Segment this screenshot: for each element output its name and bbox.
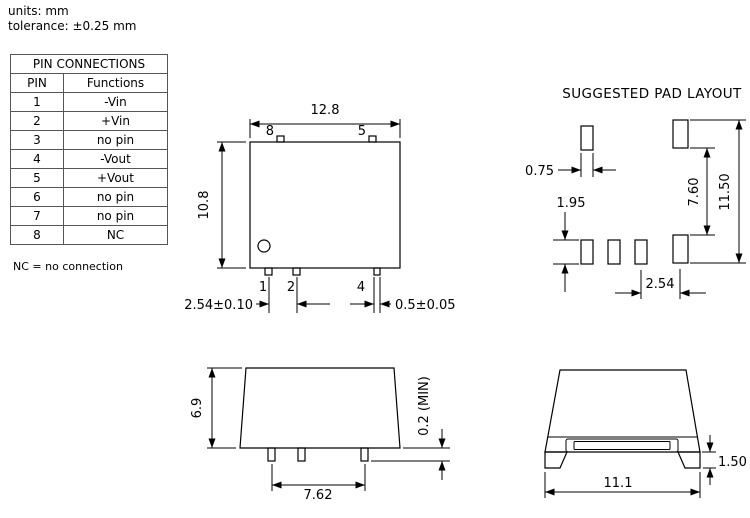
pin-function: -Vout	[63, 149, 168, 169]
pin-row: 3 no pin	[10, 130, 168, 150]
pad-layout-title: SUGGESTED PAD LAYOUT	[562, 86, 742, 102]
dim-label-pin-width: 0.5±0.05	[395, 298, 456, 313]
dim-label-1-50: 1.50	[718, 455, 747, 470]
side-pin-1	[267, 447, 276, 462]
dimension-standoff: 0.2 (MIN)	[371, 376, 450, 480]
units-note: units: mm	[8, 4, 69, 18]
nc-footnote: NC = no connection	[13, 260, 123, 273]
base-recess-outer	[565, 438, 679, 453]
dimension-foot-height: 1.50	[702, 435, 747, 485]
pin-4-stub	[373, 267, 381, 276]
side-view: 6.9 7.62 0.2 (MIN)	[190, 367, 450, 503]
pad-bottom-3	[634, 239, 648, 265]
dimension-pad-pitch: 2.54	[615, 269, 706, 299]
drawing-notes: units: mm tolerance: ±0.25 mm	[8, 4, 136, 34]
pin-row: 5 +Vout	[10, 168, 168, 188]
pin-5-label: 5	[358, 124, 366, 139]
dimension-row-outer: 11.50	[690, 119, 746, 264]
pad-top-right	[672, 119, 689, 149]
dim-label-6-9: 6.9	[190, 398, 205, 419]
pad-top-left	[580, 125, 594, 151]
dim-label-11-50: 11.50	[718, 173, 733, 210]
pin-5-stub	[368, 135, 377, 143]
dim-label-pitch: 2.54±0.10	[184, 298, 253, 313]
pin-8-stub	[276, 135, 285, 143]
dim-label-1-95: 1.95	[557, 196, 586, 211]
pin-table-title-row: PIN CONNECTIONS	[10, 54, 168, 74]
pad-bottom-right	[672, 234, 689, 264]
mounting-foot-right	[677, 451, 701, 469]
dim-label-0-75: 0.75	[525, 164, 554, 179]
dim-label-7-62: 7.62	[304, 488, 333, 503]
dimension-end-width: 11.1	[544, 472, 701, 498]
dimension-pin-pitch: 2.54±0.10	[184, 277, 330, 313]
pin-1-stub	[264, 267, 273, 276]
package-outline	[249, 141, 401, 269]
dim-label-0-2-min: 0.2 (MIN)	[417, 376, 432, 436]
pin-4-label: 4	[357, 280, 365, 295]
pin-1-indicator-circle	[257, 239, 271, 253]
pin-function: no pin	[63, 130, 168, 150]
dim-label-12-8: 12.8	[311, 103, 340, 118]
pin-2-stub	[292, 267, 301, 276]
dimension-pad-length: 1.95	[553, 196, 585, 292]
pad-layout-view: SUGGESTED PAD LAYOUT 0.75 1.95 7.60	[525, 86, 746, 299]
top-view: 8 5 1 2 4 12.8 10.8 2.54±0.10	[184, 103, 456, 313]
dim-label-10-8: 10.8	[197, 191, 212, 220]
mounting-foot-left	[544, 451, 568, 469]
pin-connections-table: PIN CONNECTIONS PIN Functions 1 -Vin 2 +…	[10, 54, 168, 245]
dim-label-11-1: 11.1	[604, 476, 633, 491]
end-body-outline	[544, 369, 701, 453]
pad-bottom-1	[580, 239, 594, 265]
tolerance-note: tolerance: ±0.25 mm	[8, 19, 137, 33]
dimension-body-width: 12.8	[249, 103, 401, 138]
side-pin-2	[297, 447, 306, 462]
side-pin-4	[360, 447, 369, 462]
end-view: 1.50 11.1	[544, 369, 747, 498]
side-body-outline	[239, 367, 401, 449]
pin-8-label: 8	[266, 124, 274, 139]
dimension-pin-width: 0.5±0.05	[350, 277, 456, 313]
pin-row: 4 -Vout	[10, 149, 168, 169]
pin-table-title: PIN CONNECTIONS	[10, 54, 168, 74]
dimension-pad-width: 0.75	[525, 153, 616, 179]
pin-table: PIN CONNECTIONS PIN Functions 1 -Vin 2 +…	[10, 54, 168, 245]
dimension-row-inner: 7.60	[687, 147, 715, 236]
dimension-pin-span: 7.62	[271, 464, 366, 503]
dimension-body-height: 10.8	[197, 141, 246, 269]
pin-function: NC	[63, 225, 168, 245]
dim-label-2-54: 2.54	[646, 277, 675, 292]
dimension-body-thickness: 6.9	[190, 367, 242, 449]
dim-label-7-60: 7.60	[687, 178, 702, 207]
pin-1-label: 1	[259, 280, 267, 295]
base-recess-inner	[573, 441, 671, 450]
pad-bottom-2	[607, 239, 621, 265]
pin-row: 8 NC	[10, 225, 168, 245]
pin-2-label: 2	[287, 280, 295, 295]
